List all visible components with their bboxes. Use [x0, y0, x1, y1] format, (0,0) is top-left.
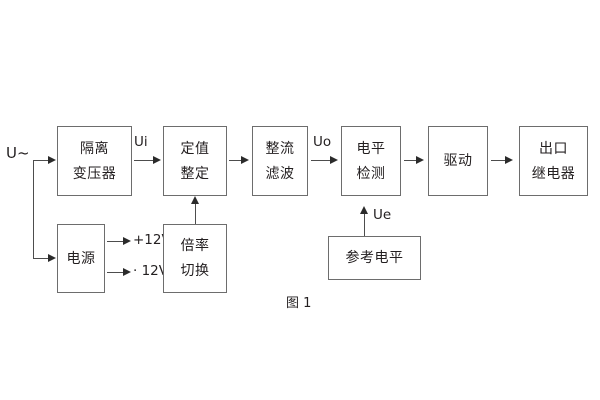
block-output-relay: 出口 继电器: [519, 126, 588, 196]
block-setting-value-line1: 定值: [180, 140, 210, 157]
block-level-detect-line1: 电平: [356, 140, 386, 157]
signal-label-ui: Ui: [134, 134, 148, 150]
input-source-label: U~: [6, 144, 30, 162]
block-setting-value: 定值 整定: [163, 126, 227, 196]
signal-label-ue: Ue: [373, 207, 392, 223]
block-output-relay-line1: 出口: [539, 140, 568, 157]
rail-negative-arrow: [123, 268, 131, 276]
setting-to-rectify-arrow: [241, 156, 249, 164]
block-power-supply: 电源: [57, 224, 105, 293]
block-setting-value-line2: 整定: [180, 165, 210, 182]
rail-positive-label: +12V: [133, 232, 171, 248]
rail-negative-line: [107, 272, 125, 273]
transformer-to-setting-line: [134, 160, 154, 161]
block-multiplier-switch: 倍率 切换: [163, 224, 227, 293]
level-to-drive-line: [404, 160, 418, 161]
rectify-to-level-line: [311, 160, 331, 161]
reference-to-level-line: [364, 213, 365, 236]
rail-positive-arrow: [123, 237, 131, 245]
rectify-to-level-arrow: [330, 156, 338, 164]
setting-to-rectify-line: [229, 160, 243, 161]
input-bus-bottom-branch-line: [33, 258, 49, 259]
level-to-drive-arrow: [416, 156, 424, 164]
block-level-detect-line2: 检测: [356, 165, 386, 182]
block-isolation-transformer-line1: 隔离: [80, 140, 109, 157]
block-level-detect: 电平 检测: [341, 126, 401, 196]
drive-to-relay-line: [491, 160, 507, 161]
input-bus-vertical-line: [33, 160, 34, 259]
block-isolation-transformer-line2: 变压器: [72, 165, 117, 182]
rail-negative-label: · 12V: [133, 263, 168, 279]
signal-label-uo: Uo: [313, 134, 332, 150]
block-rectify-filter-line2: 滤波: [265, 165, 295, 182]
block-multiplier-switch-line2: 切换: [180, 263, 210, 279]
multiplier-to-setting-arrow: [191, 196, 199, 204]
input-to-power-supply-arrow: [48, 254, 56, 262]
figure-caption: 图 1: [286, 296, 312, 311]
block-multiplier-switch-line1: 倍率: [180, 238, 210, 254]
input-to-transformer-arrow: [48, 156, 56, 164]
block-output-relay-line2: 继电器: [531, 165, 576, 182]
rail-positive-line: [107, 241, 125, 242]
input-bus-top-branch-line: [33, 160, 49, 161]
block-drive: 驱动: [428, 126, 488, 196]
block-drive-line1: 驱动: [443, 153, 473, 169]
block-power-supply-line1: 电源: [66, 250, 96, 267]
block-rectify-filter: 整流 滤波: [252, 126, 308, 196]
block-rectify-filter-line1: 整流: [265, 140, 295, 157]
block-isolation-transformer: 隔离 变压器: [57, 126, 132, 196]
reference-to-level-arrow: [360, 206, 368, 214]
drive-to-relay-arrow: [505, 156, 513, 164]
transformer-to-setting-arrow: [153, 156, 161, 164]
multiplier-to-setting-line: [195, 203, 196, 224]
block-reference-level: 参考电平: [328, 236, 421, 280]
block-reference-level-line1: 参考电平: [345, 250, 404, 266]
